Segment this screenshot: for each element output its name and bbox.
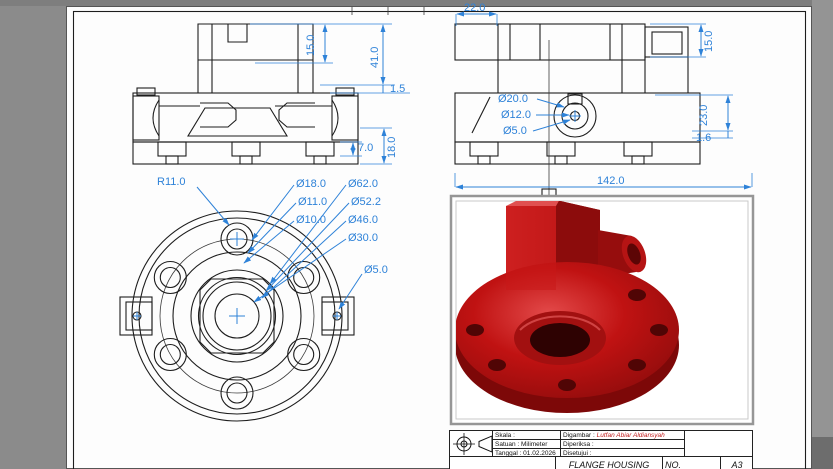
dim-v2-1-6[interactable]: 1.6 bbox=[696, 132, 711, 144]
dim-v1-41[interactable]: 41.0 bbox=[369, 47, 381, 68]
title-block: Skala : Satuan : Milimeter Tanggal : 01.… bbox=[449, 430, 753, 469]
drawn-by-field: Digambar : Lutfan Abiar Aldiansyah bbox=[561, 431, 685, 440]
flange-3d-render bbox=[456, 201, 679, 413]
sheet-frame bbox=[72, 7, 807, 469]
dim-v2-22[interactable]: 22.0 bbox=[464, 2, 485, 14]
dim-v3-d52[interactable]: Ø52.2 bbox=[351, 196, 381, 208]
viewport-3d[interactable] bbox=[449, 194, 755, 426]
first-angle-projection-icon bbox=[453, 433, 492, 455]
dim-v2-d12[interactable]: Ø12.0 bbox=[501, 109, 531, 121]
dim-v2-d20[interactable]: Ø20.0 bbox=[498, 93, 528, 105]
canvas-top-margin bbox=[0, 0, 833, 6]
view-side-section[interactable] bbox=[132, 23, 359, 165]
projection-symbol-cell bbox=[450, 431, 493, 457]
dim-v1-1-5[interactable]: 1.5 bbox=[390, 83, 405, 95]
dim-v2-23[interactable]: 23.0 bbox=[698, 105, 710, 126]
dim-v2-142[interactable]: 142.0 bbox=[597, 175, 625, 187]
dim-v3-d10[interactable]: Ø10.0 bbox=[296, 214, 326, 226]
dim-v1-7[interactable]: 7.0 bbox=[358, 142, 373, 154]
view-front-flange[interactable] bbox=[119, 110, 581, 422]
dim-v1-18[interactable]: 18.0 bbox=[386, 137, 398, 158]
dim-v3-d30[interactable]: Ø30.0 bbox=[348, 232, 378, 244]
dim-v3-d5[interactable]: Ø5.0 bbox=[364, 264, 388, 276]
side-tabs bbox=[119, 296, 355, 336]
center-marks bbox=[133, 110, 581, 324]
unit-field: Satuan : Milimeter bbox=[493, 440, 561, 449]
canvas-right-margin bbox=[812, 0, 833, 469]
dim-v3-d18[interactable]: Ø18.0 bbox=[296, 178, 326, 190]
drawing-number-label: NO. bbox=[663, 457, 721, 469]
date-field: Tanggal : 01.02.2026 bbox=[493, 449, 561, 457]
dimensions[interactable]: 15.0 41.0 1.5 7.0 18.0 22.0 15.0 bbox=[157, 2, 753, 310]
checked-by-field: Diperiksa : bbox=[561, 440, 685, 449]
scale-field: Skala : bbox=[493, 431, 561, 440]
scroll-corner[interactable] bbox=[812, 437, 833, 469]
dim-v3-d62[interactable]: Ø62.0 bbox=[348, 178, 378, 190]
dim-v3-d11[interactable]: Ø11.0 bbox=[298, 196, 327, 208]
dim-v1-15[interactable]: 15.0 bbox=[305, 35, 317, 56]
drawn-by-value: Lutfan Abiar Aldiansyah bbox=[596, 432, 665, 439]
dim-v3-r11[interactable]: R11.0 bbox=[157, 176, 186, 188]
drawn-by-label: Digambar : bbox=[563, 432, 597, 439]
part-name: FLANGE HOUSING bbox=[556, 457, 663, 469]
dim-v2-15[interactable]: 15.0 bbox=[703, 31, 715, 52]
empty-cell bbox=[685, 431, 753, 457]
sheet-size: A3 bbox=[731, 460, 743, 469]
dim-v2-d5[interactable]: Ø5.0 bbox=[503, 125, 527, 137]
bolt-holes bbox=[153, 222, 321, 410]
dim-v3-d46[interactable]: Ø46.0 bbox=[348, 214, 378, 226]
approved-by-field: Disetujui : bbox=[561, 449, 685, 457]
empty-cell-bottom bbox=[450, 457, 556, 469]
